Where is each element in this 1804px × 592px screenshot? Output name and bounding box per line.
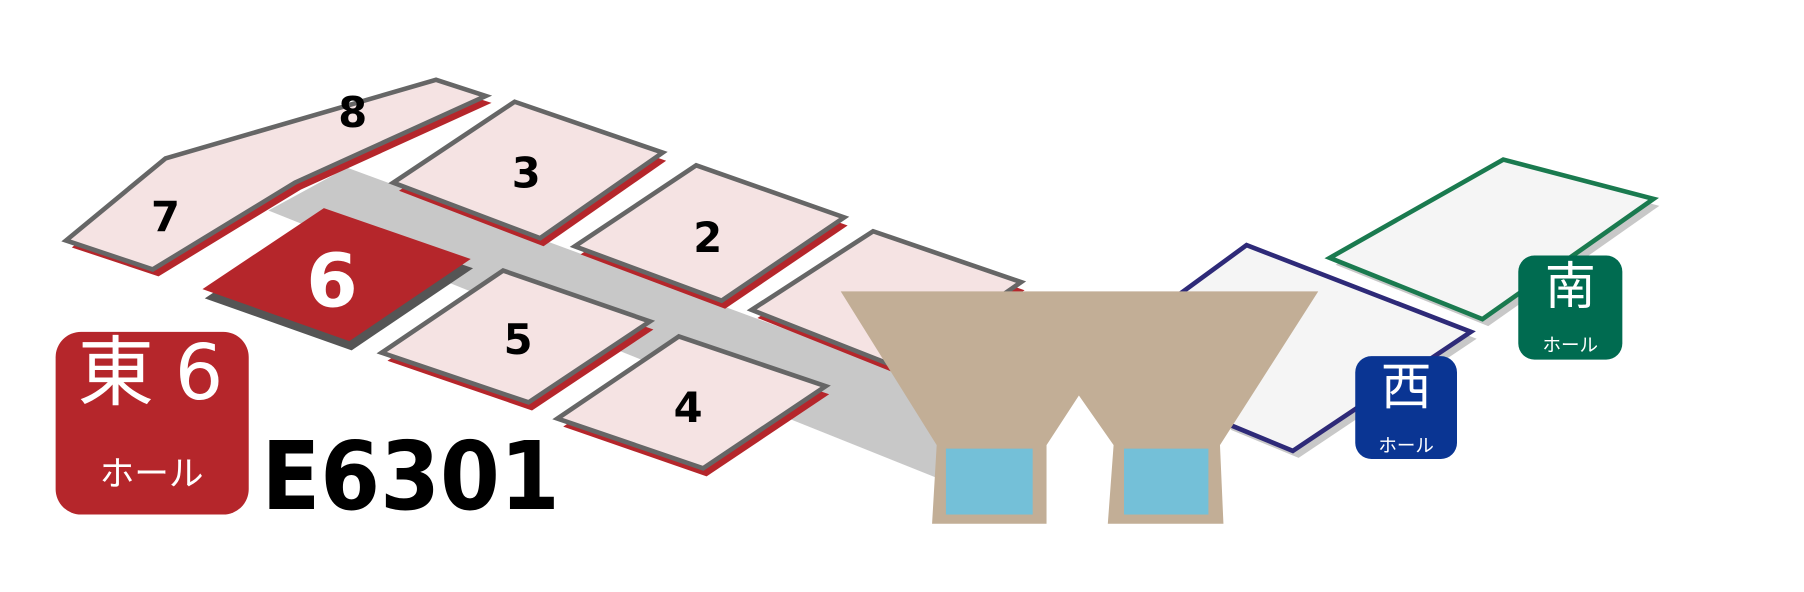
east-badge-number: 6 xyxy=(175,328,224,417)
central-building xyxy=(840,291,1319,524)
hall-label-7: 7 xyxy=(151,192,180,241)
hall-6[interactable]: 6 xyxy=(202,208,474,351)
booth-code: E6301 xyxy=(261,422,559,532)
hall-label-8: 8 xyxy=(338,88,367,137)
west-badge-suffix: ホール xyxy=(1378,436,1434,457)
east-badge-kanji: 東 xyxy=(78,328,154,417)
hall-label-2: 2 xyxy=(693,213,722,262)
hall-label-5: 5 xyxy=(504,315,533,364)
south-badge-kanji: 南 xyxy=(1545,257,1596,316)
west-badge-kanji: 西 xyxy=(1381,358,1432,417)
hall-3[interactable]: 3 xyxy=(388,99,668,247)
hall-5[interactable]: 5 xyxy=(376,267,656,411)
hall-7-8[interactable]: 8 7 xyxy=(61,77,493,277)
hall-label-4: 4 xyxy=(674,383,703,432)
east-badge-suffix: ホール xyxy=(100,455,204,495)
hall-2[interactable]: 2 xyxy=(569,162,850,309)
south-hall[interactable] xyxy=(1324,157,1660,327)
east-hall-badge: 東 6 ホール xyxy=(55,328,249,515)
south-badge-suffix: ホール xyxy=(1543,336,1599,357)
window xyxy=(945,448,1033,515)
window xyxy=(1124,448,1209,515)
west-hall-badge[interactable]: 西 ホール xyxy=(1355,356,1457,460)
hall-4[interactable]: 4 xyxy=(552,333,831,477)
hall-label-6: 6 xyxy=(306,238,358,324)
hall-label-3: 3 xyxy=(512,148,541,197)
south-hall-badge[interactable]: 南 ホール xyxy=(1518,255,1623,360)
